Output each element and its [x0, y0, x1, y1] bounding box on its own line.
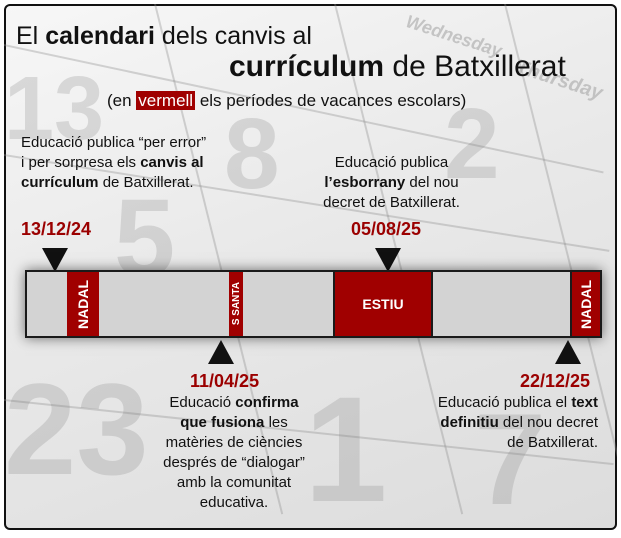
event-date-2: 05/08/25: [351, 219, 422, 239]
holiday-block-estiu: ESTIU: [333, 272, 433, 336]
title-text: El: [16, 22, 46, 50]
note-text: Educació publica: [334, 154, 449, 171]
holiday-label: S SANTA: [230, 282, 242, 326]
event-note-4: Educació publica el text definitiu del n…: [432, 393, 598, 453]
note-bold-text: confirma que fusiona: [180, 394, 299, 431]
bg-digit: 2: [444, 88, 500, 200]
title-line-2: currículum de Batxillerat: [229, 50, 566, 84]
subtitle-text: els períodes de vacances escolars): [195, 91, 467, 110]
title-text: de Batxillerat: [384, 50, 566, 83]
event-date-3: 11/04/25: [190, 371, 260, 391]
note-text: Educació: [169, 394, 236, 411]
subtitle: (en vermell els períodes de vacances esc…: [107, 91, 466, 111]
note-text: de Batxillerat.: [98, 174, 194, 191]
holiday-block-ssanta: S SANTA: [229, 272, 243, 336]
holiday-label: ESTIU: [362, 296, 404, 312]
note-text: les matèries de ciències després de “dia…: [163, 414, 305, 511]
title-line-1: El calendari dels canvis al: [16, 22, 312, 51]
bg-digit: 7: [474, 386, 547, 530]
bg-digit: 23: [4, 356, 149, 502]
marker-up-3: [208, 340, 234, 364]
title-text: dels canvis al: [154, 22, 312, 50]
holiday-block-nadal-1: NADAL: [67, 272, 99, 336]
event-date-4: 22/12/25: [520, 371, 591, 391]
event-note-1: Educació publica “per error” i per sorpr…: [21, 133, 211, 193]
timeline-bar: NADAL S SANTA ESTIU NADAL: [25, 270, 602, 338]
event-date-1: 13/12/24: [21, 219, 92, 239]
note-text: Educació publica el: [437, 394, 572, 411]
subtitle-text: (en: [107, 91, 137, 110]
holiday-label: NADAL: [75, 279, 91, 329]
note-text: Educació publica “per error” i per sorpr…: [21, 134, 207, 171]
bg-digit: 8: [224, 98, 280, 210]
bg-digit: 13: [4, 59, 105, 159]
note-text: del nou decret de Batxillerat.: [498, 414, 598, 451]
event-note-2: Educació publica l’esborrany del nou dec…: [309, 153, 474, 213]
holiday-block-nadal-2: NADAL: [570, 272, 600, 336]
infographic: 13 8 2 5 23 1 7 Wednesday Thursday El ca…: [4, 4, 617, 530]
bg-digit: 1: [304, 365, 388, 530]
title-bold-text: currículum: [229, 50, 385, 83]
event-note-3: Educació confirma que fusiona les matèri…: [154, 393, 314, 513]
note-bold-text: canvis al currículum: [21, 154, 204, 191]
title-bold-text: calendari: [45, 22, 155, 50]
marker-down-1: [42, 248, 68, 272]
note-bold-text: l’esborrany: [324, 174, 406, 191]
holiday-label: NADAL: [578, 279, 594, 329]
subtitle-highlight: vermell: [136, 91, 196, 110]
marker-down-2: [375, 248, 401, 272]
note-bold-text: text definitiu: [440, 394, 598, 431]
marker-up-4: [555, 340, 581, 364]
note-text: del nou decret de Batxillerat.: [323, 174, 460, 211]
